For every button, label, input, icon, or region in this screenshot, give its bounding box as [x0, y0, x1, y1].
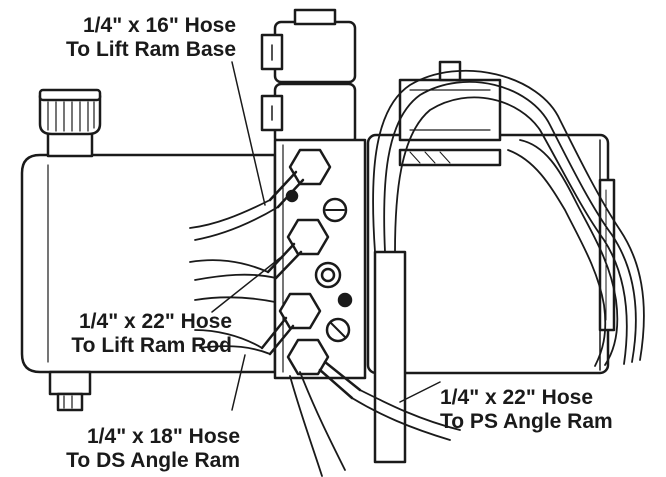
pump-head — [398, 60, 502, 167]
drain-plug — [48, 370, 92, 412]
fitting-lift-ram-rod — [266, 218, 330, 280]
hoses-bottom — [289, 371, 461, 477]
label-ds-angle-ram-line2: To DS Angle Ram — [66, 449, 240, 472]
fitting-lift-ram-base — [268, 148, 332, 209]
label-lift-ram-base: 1/4" x 16" Hose To Lift Ram Base — [0, 14, 236, 62]
leader-lift-ram-base — [231, 61, 266, 206]
filler-cap — [38, 88, 102, 158]
label-lift-ram-rod-line2: To Lift Ram Rod — [71, 334, 232, 357]
label-ps-angle-ram: 1/4" x 22" Hose To PS Angle Ram — [440, 386, 666, 434]
hoses-top-bundle — [372, 69, 645, 367]
label-lift-ram-base-line2: To Lift Ram Base — [66, 38, 236, 61]
label-ds-angle-ram-line1: 1/4" x 18" Hose — [87, 425, 240, 448]
label-lift-ram-rod: 1/4" x 22" Hose To Lift Ram Rod — [0, 310, 232, 358]
label-ds-angle-ram: 1/4" x 18" Hose To DS Angle Ram — [0, 425, 240, 473]
solenoid-upper — [260, 8, 357, 84]
solenoid-lower — [260, 82, 357, 146]
reservoir-tank — [20, 153, 277, 374]
motor-body — [366, 133, 616, 375]
label-ps-angle-ram-line2: To PS Angle Ram — [440, 410, 613, 433]
leader-ds-angle-ram — [231, 354, 246, 411]
leader-lift-ram-rod — [211, 257, 281, 313]
label-lift-ram-rod-line1: 1/4" x 22" Hose — [79, 310, 232, 333]
leader-lines — [211, 61, 441, 411]
fitting-ds-angle-ram — [260, 292, 322, 356]
vertical-tube — [373, 250, 407, 464]
leader-ps-angle-ram — [399, 381, 441, 403]
fitting-ps-angle-ram — [286, 338, 362, 400]
label-ps-angle-ram-line1: 1/4" x 22" Hose — [440, 386, 593, 409]
label-lift-ram-base-line1: 1/4" x 16" Hose — [83, 14, 236, 37]
hoses-left — [189, 199, 279, 355]
